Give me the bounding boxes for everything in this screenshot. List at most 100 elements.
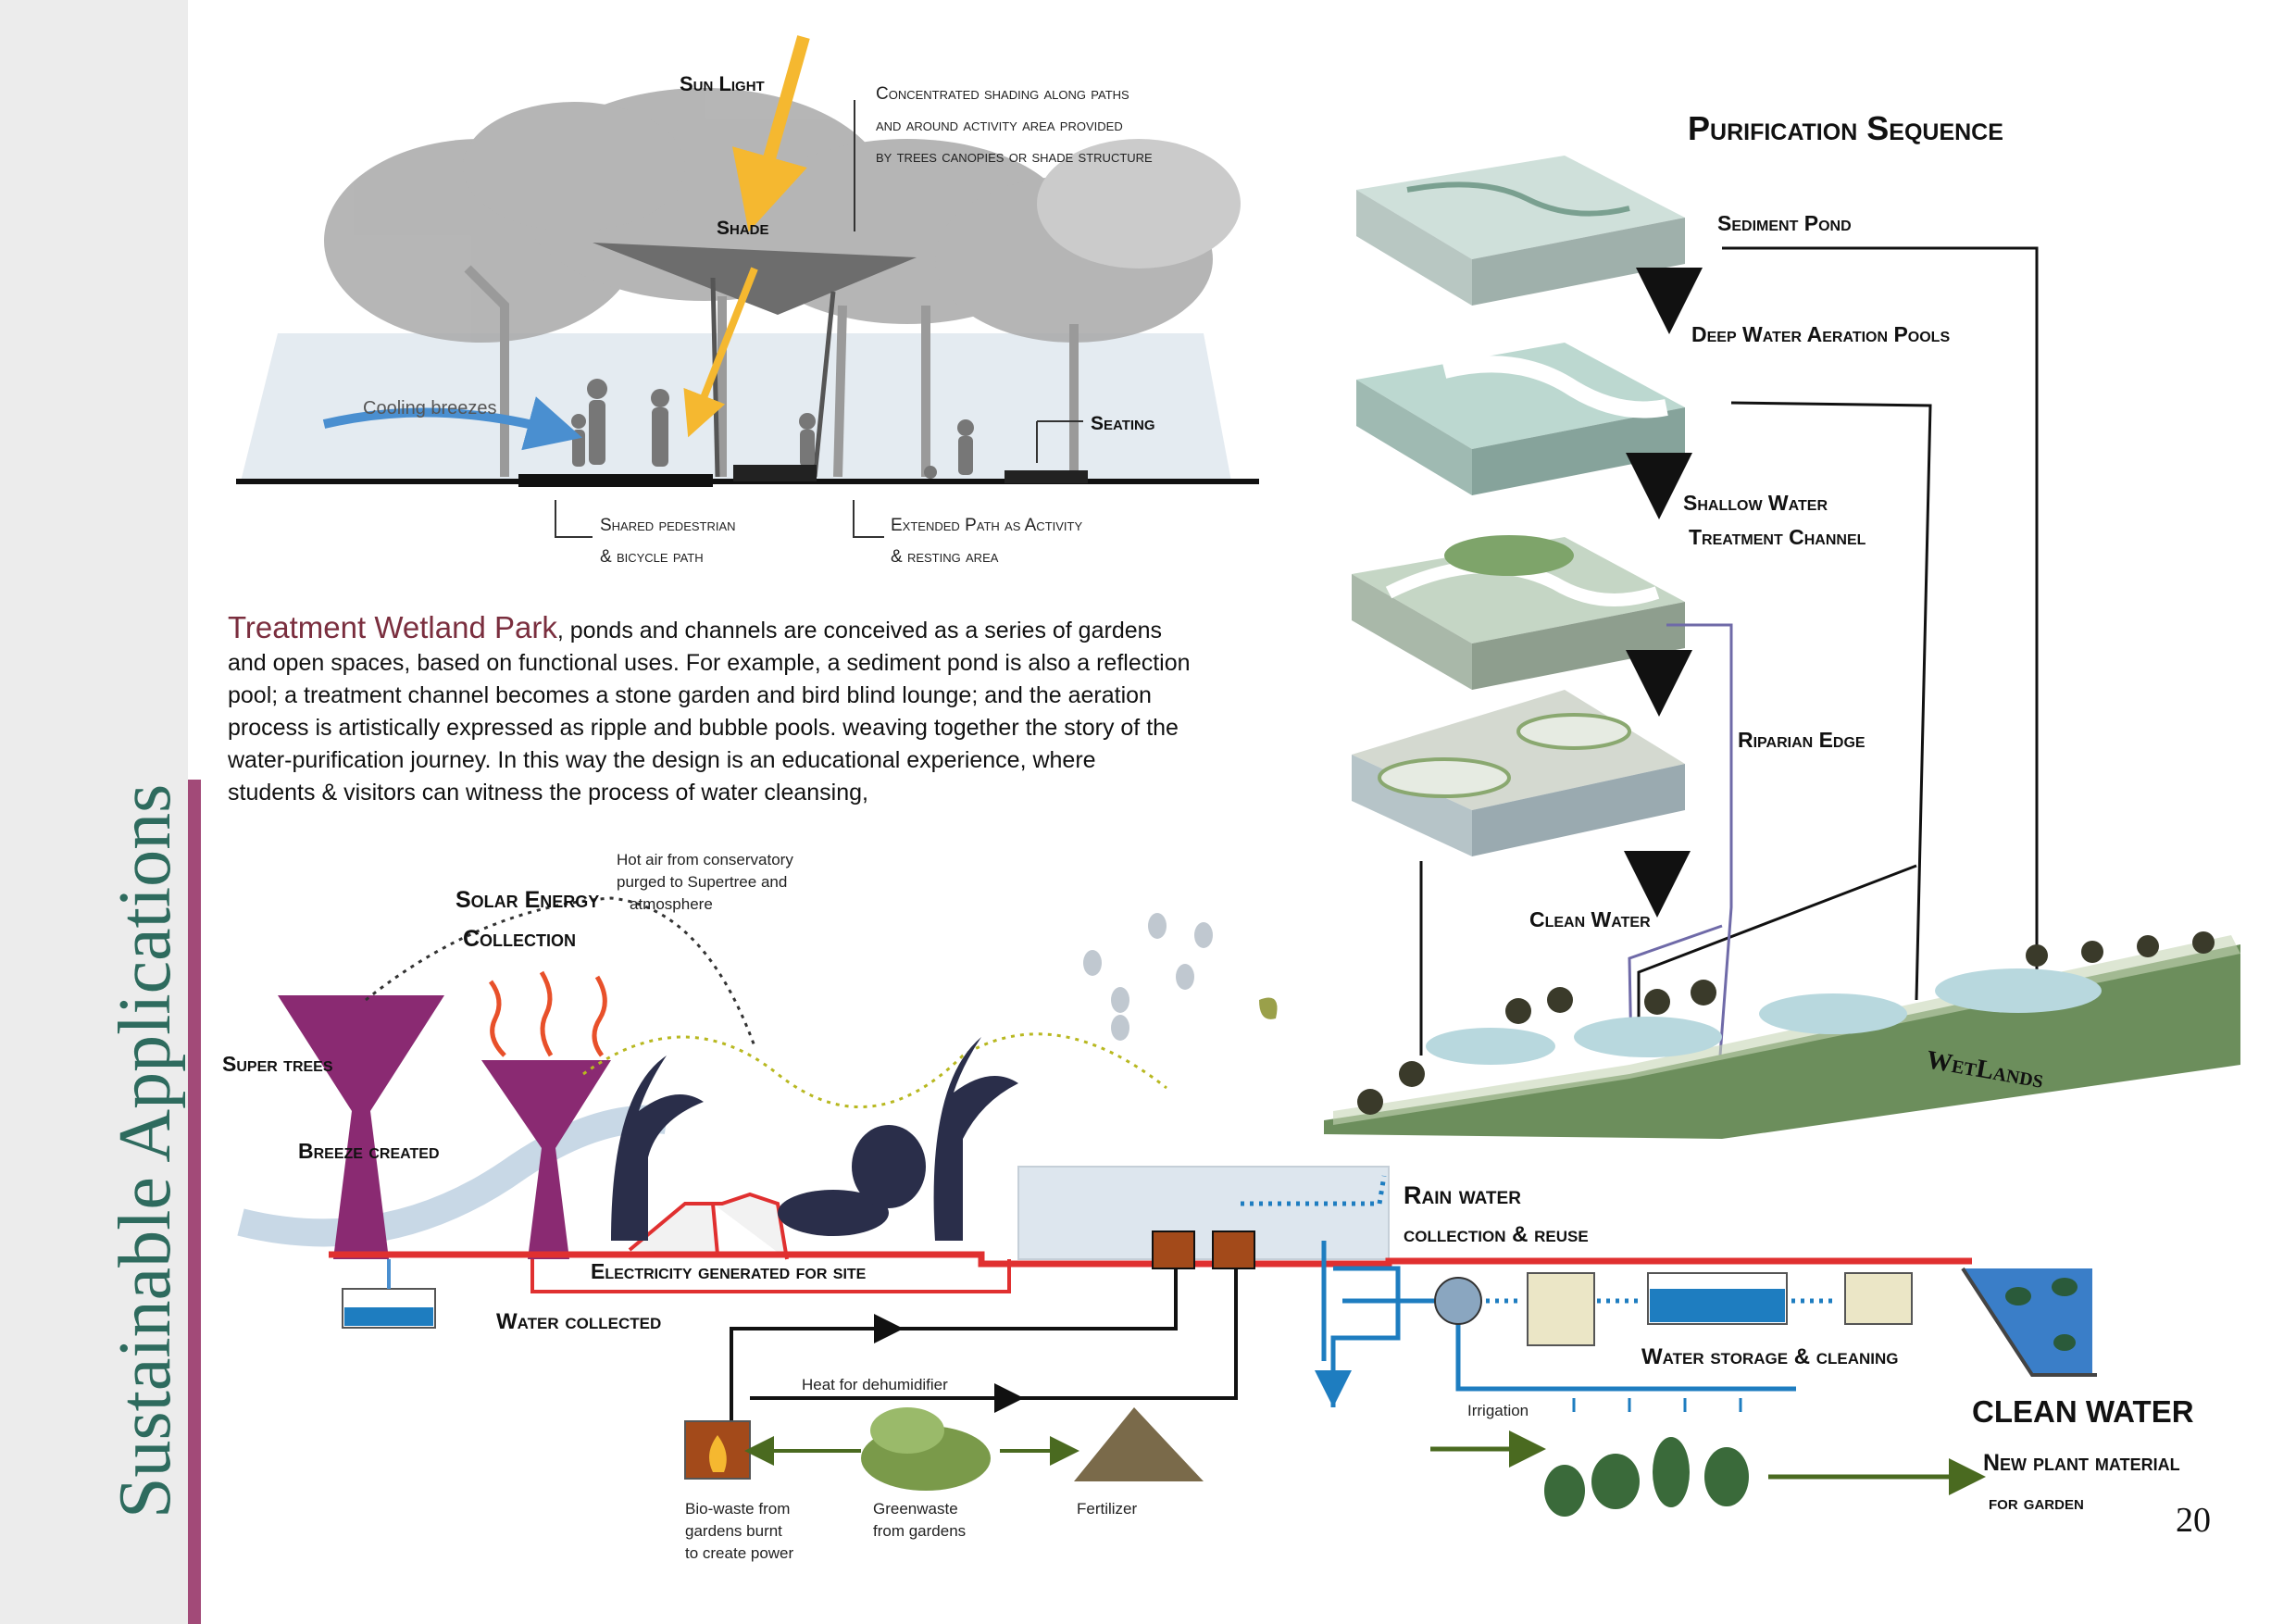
energy-diagram: [237, 896, 2097, 1517]
label-storage: Water storage & cleaning: [1641, 1344, 1899, 1369]
paragraph-line-6: students & visitors can witness the proc…: [228, 780, 868, 806]
accent-bar: [188, 780, 201, 1624]
label-breeze: Breeze created: [298, 1139, 440, 1163]
label-hot-air-1: Hot air from conservatory: [617, 851, 793, 868]
page-number: 20: [2176, 1501, 2211, 1540]
greenwaste-pile: [861, 1407, 991, 1491]
potted-plants: [1544, 1437, 1749, 1517]
path-slab-1: [518, 474, 713, 487]
label-sun-light: Sun Light: [680, 72, 765, 95]
hot-air-path: [365, 896, 756, 1047]
rain-drops: [1083, 913, 1213, 1041]
label-seating: Seating: [1091, 413, 1155, 434]
label-cooling-breezes: Cooling breezes: [363, 398, 497, 418]
filter-1: [1527, 1272, 1595, 1346]
sidebar: [0, 0, 188, 1624]
label-bio-1: Bio-waste from: [685, 1500, 791, 1518]
cool-air-band: [237, 1105, 669, 1247]
water-pipes: [1321, 1241, 1796, 1407]
label-super-trees: Super trees: [222, 1052, 333, 1076]
wetland-strip: [1324, 931, 2240, 1139]
breeze-arrow: [322, 396, 582, 451]
paragraph-line-2: and open spaces, based on functional use…: [228, 650, 1191, 676]
label-extended-path-2: & resting area: [891, 547, 999, 567]
label-fertilizer: Fertilizer: [1077, 1500, 1138, 1518]
rain-dotted: [1241, 1175, 1387, 1206]
label-shade: Shade: [717, 218, 769, 239]
paragraph-line-4: process is artistically expressed as rip…: [228, 715, 1179, 741]
wind-path: [582, 1032, 1167, 1109]
purification-blocks: [1324, 156, 2240, 1139]
path-slab-2: [733, 465, 817, 481]
label-rain-1: Rain water: [1404, 1181, 1521, 1209]
black-pipe-2: [750, 1268, 1238, 1400]
label-bio-2: gardens burnt: [685, 1522, 782, 1540]
irrigation-sprinklers: [1572, 1398, 1742, 1412]
step-deep-water: Deep Water Aeration Pools: [1691, 322, 1951, 346]
super-tree-2: [481, 1060, 611, 1259]
label-shared-path-1: Shared pedestrian: [600, 516, 736, 535]
label-clean-water: CLEAN WATER: [1972, 1394, 2194, 1429]
label-shading-note-3: by trees canopies or shade structure: [876, 147, 1153, 167]
label-bio-3: to create power: [685, 1544, 794, 1562]
label-heat-dehumidifier: Heat for dehumidifier: [802, 1376, 948, 1393]
purification-title: Purification Sequence: [1688, 109, 2003, 147]
paragraph-line-5: water-purification journey. In this way …: [228, 747, 1096, 773]
path-slab-3: [1004, 470, 1088, 483]
paragraph-lead: Treatment Wetland Park: [228, 610, 557, 644]
step-shallow-water: Shallow Water: [1683, 491, 1828, 515]
pool-plants: [2005, 1278, 2078, 1351]
palms: [611, 1037, 1018, 1241]
shade-canopy: [593, 243, 917, 315]
label-irrigation: Irrigation: [1467, 1402, 1529, 1419]
super-tree-1: [278, 995, 444, 1259]
sun-ray-2: [683, 267, 758, 438]
label-shading-note-1: Concentrated shading along paths: [876, 84, 1129, 104]
black-pipe-1: [730, 1268, 1178, 1421]
label-new-plant-1: New plant material: [1983, 1450, 2180, 1476]
block-shallow-water: [1352, 535, 1685, 690]
shade-strut: [812, 291, 836, 478]
label-rain-2: collection & reuse: [1404, 1222, 1589, 1247]
paragraph-line-3: pool; a treatment channel becomes a ston…: [228, 682, 1152, 708]
paragraph-line-1: , ponds and channels are conceived as a …: [556, 618, 1163, 643]
leader-lines: [555, 100, 1083, 538]
generator-1: [1152, 1230, 1195, 1269]
fertilizer-pile: [1074, 1407, 1204, 1481]
electric-loop: [530, 1259, 1011, 1293]
collection-sphere: [1434, 1277, 1482, 1325]
bird-leaf: [1259, 997, 1278, 1019]
label-hot-air-2: purged to Supertree and: [617, 873, 788, 891]
description-paragraph: Treatment Wetland Park, ponds and channe…: [228, 611, 1302, 809]
label-hot-air-3: atmosphere: [630, 895, 713, 913]
label-extended-path-1: Extended Path as Activity: [891, 516, 1083, 535]
terrain-mound: [628, 1192, 789, 1260]
tree-canopies: [324, 88, 1241, 343]
step-riparian-edge: Riparian Edge: [1738, 728, 1866, 752]
label-green-1: Greenwaste: [873, 1500, 958, 1518]
label-water-collected: Water collected: [496, 1309, 662, 1334]
sequence-leaders: [1419, 246, 2039, 1056]
solar-rays: [488, 970, 607, 1057]
step-clean-water: Clean Water: [1529, 907, 1651, 931]
sequence-arrows: [1624, 268, 1703, 918]
label-solar-2: Collection: [463, 926, 577, 952]
block-deep-water: [1356, 343, 1685, 495]
block-riparian: [1352, 690, 1685, 856]
label-green-2: from gardens: [873, 1522, 967, 1540]
block-sediment: [1356, 156, 1685, 306]
shade-diagram: [236, 35, 1259, 538]
filter-2: [1844, 1272, 1913, 1325]
label-electricity: Electricity generated for site: [591, 1259, 867, 1283]
label-new-plant-2: for garden: [1989, 1491, 2084, 1514]
light-haze: [241, 333, 1231, 481]
sun-ray-1: [731, 35, 810, 232]
label-shading-note-2: and around activity area provided: [876, 116, 1123, 135]
step-treatment-channel: Treatment Channel: [1689, 525, 1866, 549]
generator-2: [1212, 1230, 1255, 1269]
label-solar-1: Solar Energy: [455, 887, 600, 913]
conservatory-building: [1017, 1166, 1390, 1260]
label-shared-path-2: & bicycle path: [600, 547, 704, 567]
step-sediment-pond: Sediment Pond: [1717, 211, 1852, 235]
